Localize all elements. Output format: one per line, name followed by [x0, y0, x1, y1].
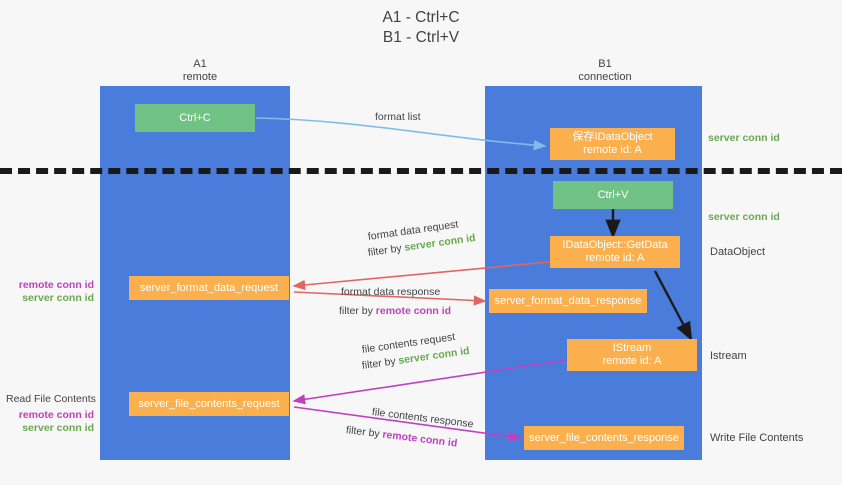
node-istream-line1: IStream [612, 342, 652, 354]
node-server-format-data-response-label: server_format_data_response [494, 294, 642, 307]
node-ctrl-c-label: Ctrl+C [179, 111, 211, 124]
node-save-dataobject[interactable]: 保存IDataObject remote id: A [550, 128, 675, 160]
edge-label-format-data-response-main: format data response [341, 286, 441, 298]
page-title: A1 - Ctrl+C B1 - Ctrl+V [0, 8, 842, 48]
phase-separator [0, 168, 842, 174]
node-getdata-line1: IDataObject::GetData [562, 239, 668, 251]
annotation-server-conn-id-top: server conn id [708, 132, 780, 145]
annotation-dataobject: DataObject [710, 246, 766, 258]
column-header-b1-sub: connection [578, 71, 632, 83]
node-istream[interactable]: IStream remote id: A [567, 339, 697, 371]
node-istream-line2: remote id: A [602, 355, 662, 367]
node-server-format-data-response[interactable]: server_format_data_response [489, 289, 647, 313]
edge-label-format-data-response: format data response filter by remote co… [339, 285, 451, 318]
annotation-read-file-contents-group: Read File Contents remote conn id server… [6, 393, 96, 435]
column-header-a1: A1 remote [140, 58, 260, 84]
annotation-istream: Istream [710, 350, 747, 362]
node-save-dataobject-line1: 保存IDataObject [572, 131, 653, 143]
column-header-b1: B1 connection [540, 58, 670, 84]
annotation-left-mid-server-conn-id: server conn id [22, 292, 94, 304]
edge-label-file-contents-response-filter-prefix: filter by [345, 424, 384, 441]
title-line-2: B1 - Ctrl+V [382, 29, 460, 46]
annotation-left-mid-remote-conn-id: remote conn id [18, 279, 94, 291]
edge-label-file-contents-response-filter-value: remote conn id [381, 428, 458, 450]
node-server-file-contents-request-label: server_file_contents_request [138, 397, 280, 410]
node-server-file-contents-request[interactable]: server_file_contents_request [129, 392, 289, 416]
node-getdata[interactable]: IDataObject::GetData remote id: A [550, 236, 680, 268]
edge-label-format-data-response-filter: filter by remote conn id [339, 304, 451, 318]
annotation-left-mid-conn-ids: remote conn id server conn id [8, 279, 94, 305]
node-ctrl-c[interactable]: Ctrl+C [135, 104, 255, 132]
column-header-a1-sub: remote [182, 71, 218, 83]
node-server-format-data-request-label: server_format_data_request [139, 281, 279, 294]
node-ctrl-v-label: Ctrl+V [597, 188, 629, 201]
node-server-file-contents-response-label: server_file_contents_response [529, 431, 679, 444]
node-getdata-line2: remote id: A [585, 252, 645, 264]
column-header-b1-name: B1 [598, 58, 612, 70]
edge-label-format-data-request: format data request filter by server con… [367, 218, 477, 260]
annotation-server-conn-id-top-text: server conn id [708, 132, 780, 144]
annotation-write-file-contents: Write File Contents [710, 432, 804, 444]
edge-label-file-contents-request: file contents request filter by server c… [361, 331, 471, 373]
node-ctrl-v[interactable]: Ctrl+V [553, 181, 673, 209]
edge-label-file-contents-request-filter-prefix: filter by [361, 354, 400, 372]
column-header-a1-name: A1 [193, 58, 207, 70]
edge-label-format-data-response-filter-prefix: filter by [339, 305, 376, 317]
annotation-server-conn-id-mid-text: server conn id [708, 211, 780, 223]
annotation-left-low-server-conn-id: server conn id [22, 422, 94, 434]
annotation-server-conn-id-mid: server conn id [708, 211, 780, 224]
edge-label-format-data-response-filter-value: remote conn id [375, 305, 452, 317]
edge-label-file-contents-response: file contents response filter by remote … [345, 405, 474, 450]
node-server-file-contents-response[interactable]: server_file_contents_response [524, 426, 684, 450]
annotation-left-low-remote-conn-id: remote conn id [18, 409, 94, 421]
annotation-read-file-contents: Read File Contents [6, 393, 96, 405]
title-line-1: A1 - Ctrl+C [382, 9, 460, 26]
node-save-dataobject-line2: remote id: A [583, 144, 642, 156]
edge-label-format-data-request-filter-prefix: filter by [367, 241, 406, 259]
node-server-format-data-request[interactable]: server_format_data_request [129, 276, 289, 300]
edge-label-format-list: format list [375, 111, 421, 123]
